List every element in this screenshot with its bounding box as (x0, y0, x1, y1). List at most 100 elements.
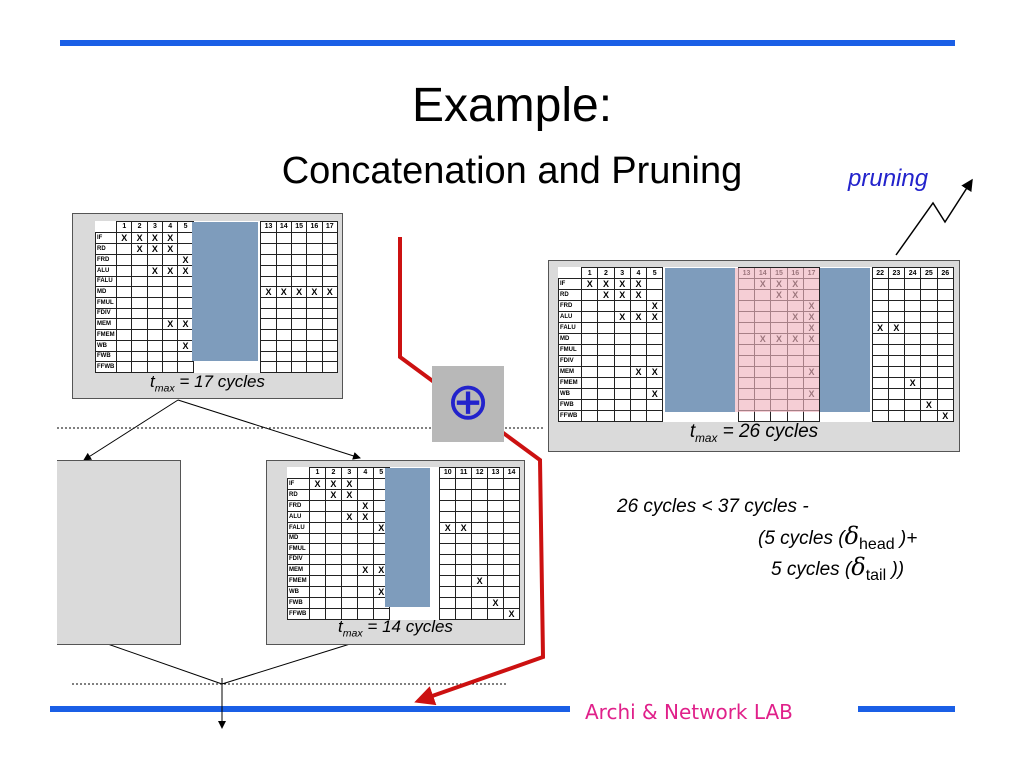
reservation-cell (260, 339, 277, 352)
reservation-cell (356, 532, 374, 544)
reservation-cell (324, 553, 342, 565)
reservation-cell (116, 242, 133, 255)
reservation-cell (597, 399, 615, 411)
omitted-cycles-gap (662, 410, 739, 422)
reservation-cell (920, 410, 938, 422)
cycle-header: 10 (439, 467, 457, 479)
resource-label: FALU (557, 322, 583, 334)
reservation-cell (629, 300, 648, 312)
reservation-cell (290, 242, 308, 255)
reservation-cell (177, 231, 194, 244)
reservation-cell (324, 532, 342, 544)
reservation-cell (487, 510, 504, 523)
reservation-cell (177, 350, 194, 362)
reservation-cell (455, 499, 473, 512)
pruning-label: pruning (848, 165, 929, 192)
reservation-cell (455, 564, 473, 576)
reservation-cell (439, 553, 457, 565)
reservation-cell (936, 300, 955, 312)
pruning-zigzag-arrow (895, 178, 973, 256)
tmax-17: tmax = 17 cycles (150, 372, 265, 395)
reservation-cell (613, 344, 631, 356)
reservation-cell (116, 275, 133, 287)
resource-label: FALU (94, 275, 118, 287)
reservation-cell (904, 410, 922, 422)
reservation-cell (920, 333, 938, 345)
reservation-cell (487, 575, 504, 587)
reservation-cell: X (613, 289, 631, 301)
resource-label: RD (287, 488, 310, 501)
reservation-cell (646, 322, 664, 334)
reservation-cell (503, 477, 520, 490)
reservation-cell (871, 311, 889, 323)
reservation-cell (629, 399, 648, 411)
reservation-cell (439, 477, 457, 490)
reservation-cell (131, 329, 148, 341)
cycle-header: 1 (116, 221, 133, 233)
reservation-cell (340, 521, 358, 534)
reservation-cell (936, 278, 955, 290)
equation-line-3: 5 cycles (δtail )) (771, 553, 905, 584)
cycle-header: 2 (324, 467, 342, 479)
reservation-cell (260, 329, 277, 341)
reservation-cell (308, 543, 326, 555)
resource-label: FWB (287, 597, 310, 609)
reservation-cell (936, 333, 955, 345)
reservation-cell (646, 410, 664, 422)
reservation-cell (936, 322, 955, 334)
reservation-cell (455, 477, 473, 490)
reservation-cell (487, 586, 504, 598)
reservation-cell (116, 339, 133, 352)
reservation-cell (321, 339, 339, 352)
merge-line-left (101, 641, 223, 685)
footer-lab-name: Archi & Network LAB (585, 700, 793, 724)
reservation-cell: X (146, 231, 164, 244)
reservation-cell (503, 553, 520, 565)
resource-label: IF (94, 231, 118, 244)
reservation-cell: X (324, 488, 342, 501)
reservation-cell (356, 597, 374, 609)
reservation-cell (802, 410, 821, 422)
resource-label: WB (557, 388, 583, 400)
reservation-cell (871, 344, 889, 356)
reservation-cell: X (887, 322, 906, 334)
reservation-cell (321, 253, 339, 266)
omitted-cycles-gap (819, 410, 873, 422)
reservation-cell: X (613, 311, 631, 323)
reservation-cell (275, 242, 292, 255)
reservation-cell (372, 608, 390, 620)
cycle-header: 15 (290, 221, 308, 233)
reservation-cell (131, 339, 148, 352)
arrow-to-right-branch (177, 399, 361, 460)
reservation-cell (754, 410, 772, 422)
reservation-cell (439, 499, 457, 512)
reservation-cell (487, 521, 504, 534)
reservation-cell (306, 297, 323, 309)
resource-label: FWB (557, 399, 583, 411)
reservation-cell (146, 297, 164, 309)
cycle-header: 3 (613, 267, 631, 279)
reservation-cell (770, 410, 788, 422)
reservation-cell (131, 297, 148, 309)
reservation-cell: X (597, 289, 615, 301)
reservation-cell (356, 477, 374, 490)
reservation-cell (308, 586, 326, 598)
reservation-cell (275, 329, 292, 341)
reservation-cell (308, 597, 326, 609)
reservation-cell: X (871, 322, 889, 334)
reservation-cell (308, 553, 326, 565)
reservation-cell (503, 499, 520, 512)
reservation-cell (613, 366, 631, 378)
reservation-cell (581, 311, 599, 323)
resource-label: FDIV (287, 553, 310, 565)
reservation-cell (324, 597, 342, 609)
reservation-cell (871, 300, 889, 312)
reservation-cell (324, 510, 342, 523)
reservation-cell (613, 388, 631, 400)
reservation-cell: X (340, 477, 358, 490)
reservation-cell (131, 286, 148, 298)
resource-label: MD (557, 333, 583, 345)
reservation-cell: X (503, 608, 520, 620)
reservation-cell (871, 278, 889, 290)
